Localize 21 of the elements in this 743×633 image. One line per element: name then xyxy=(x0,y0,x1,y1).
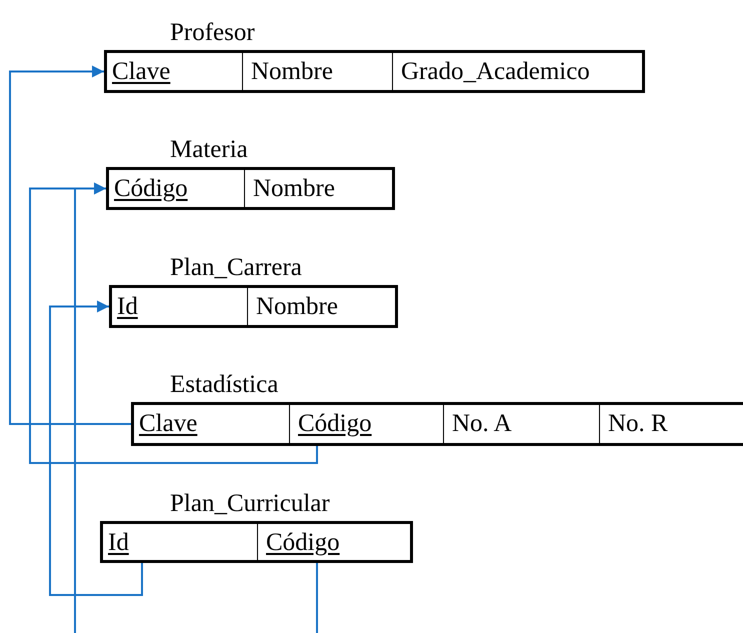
table-title: Estadística xyxy=(170,371,278,399)
field-name: Nombre xyxy=(251,58,333,86)
table-title: Materia xyxy=(170,136,248,164)
field-name: No. A xyxy=(452,410,512,438)
field-name: Nombre xyxy=(256,293,338,321)
field-name: No. R xyxy=(608,410,668,438)
table-title: Plan_Carrera xyxy=(170,254,302,282)
key-field-name: Id xyxy=(117,293,138,321)
key-field-name: Id xyxy=(108,529,129,557)
key-field-name: Código xyxy=(114,175,188,203)
table-title: Plan_Curricular xyxy=(170,490,330,518)
key-field-name: Código xyxy=(266,529,340,557)
foreign-key-arrow xyxy=(9,66,131,425)
field-name: Nombre xyxy=(253,175,335,203)
key-field-name: Clave xyxy=(112,58,170,86)
foreign-key-arrow xyxy=(49,300,143,596)
table-title: Profesor xyxy=(170,19,255,47)
foreign-key-arrow xyxy=(74,182,318,633)
key-field-name: Clave xyxy=(139,410,198,438)
key-field-name: Código xyxy=(298,410,372,438)
field-name: Grado_Academico xyxy=(401,58,590,86)
